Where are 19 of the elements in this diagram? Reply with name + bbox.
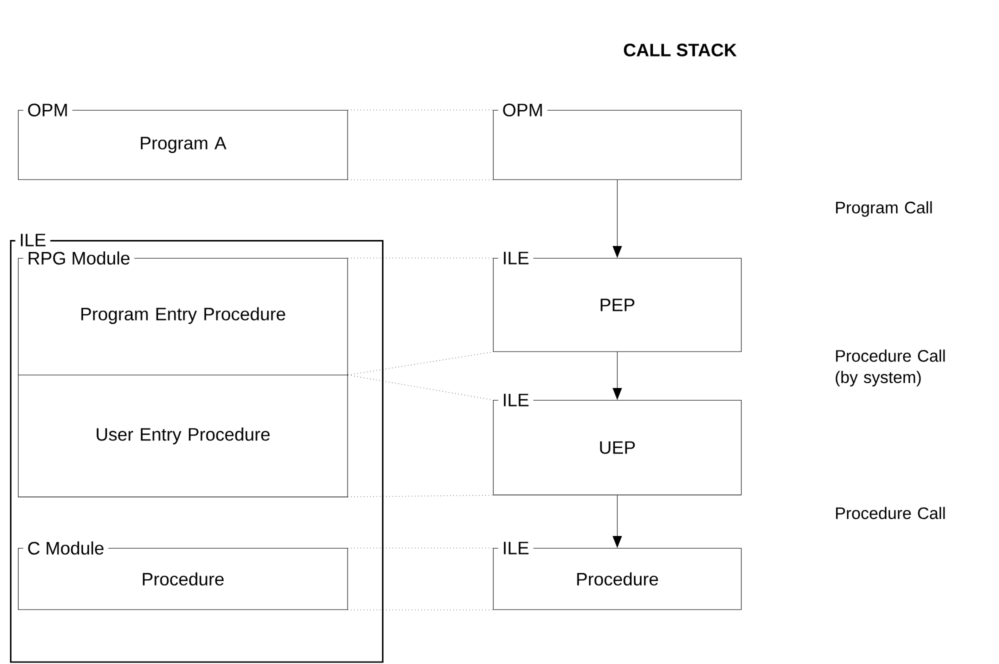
box-heading: ILE [498,392,534,408]
arrow [612,352,622,400]
arrow [612,180,622,258]
call-label: Procedure Call (by system) [836,350,945,386]
arrow [612,494,622,548]
procedure-section: Program Entry Procedure [81,307,286,324]
box-heading: C Module [23,540,108,556]
call-label: Procedure Call [836,506,945,520]
dotted-line [348,374,494,400]
box-heading: OPM [23,102,72,118]
title: CALL STACK [624,44,737,56]
call-label: Program Call [836,201,932,217]
box-heading: OPM [498,102,548,118]
procedure-section: User Entry Procedure [18,374,348,444]
box-heading: ILE [498,250,534,266]
box-heading: ILE [498,540,534,556]
box-heading: RPG Module [23,250,134,266]
box-heading: ILE [15,232,50,248]
dotted-line [348,352,494,376]
